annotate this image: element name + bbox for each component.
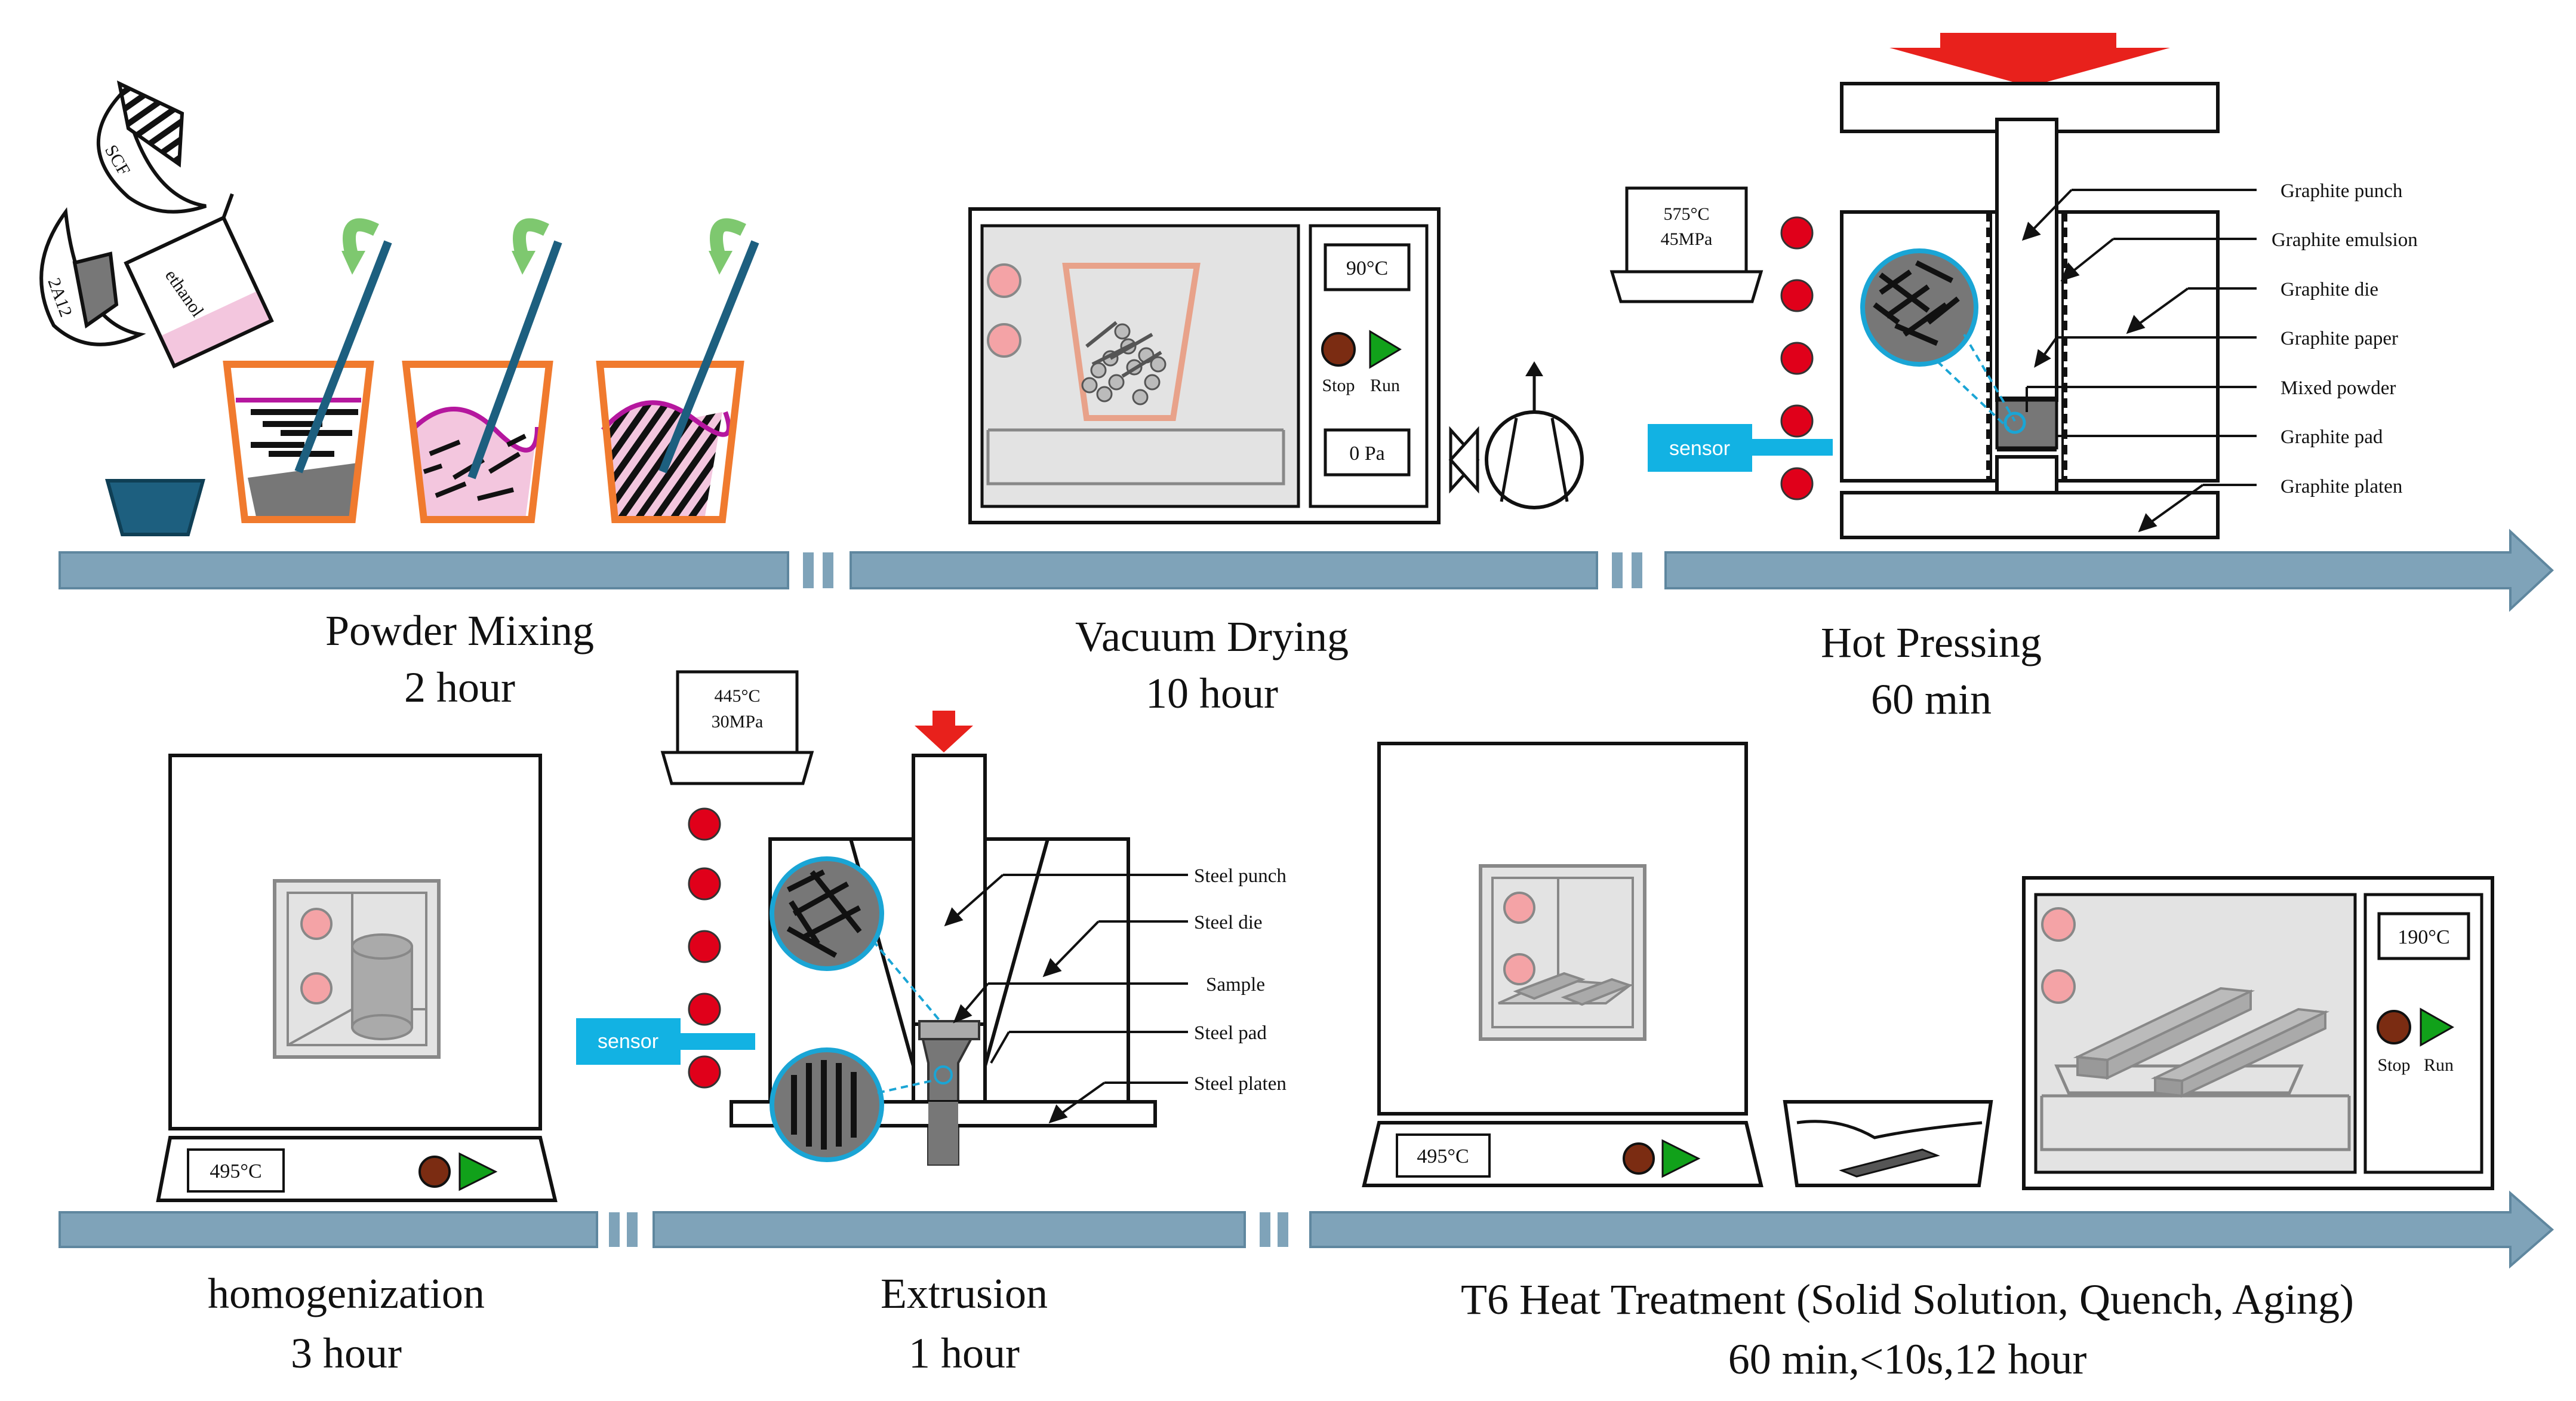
t6-furnace-run-button[interactable] [1661,1139,1701,1178]
drying-run-label: Run [1370,376,1400,395]
mixing-beaker-1 [223,218,392,523]
scf-scoop-icon: SCF [97,80,207,214]
drying-pressure-readout: 0 Pa [1349,443,1385,465]
label-steel-platen: Steel platen [1194,1073,1287,1095]
stage-title-powder-mixing: Powder Mixing [325,607,594,655]
stage-duration-powder-mixing: 2 hour [404,663,515,711]
label-steel-die: Steel die [1194,912,1263,933]
stage-title-homogenization: homogenization [208,1270,485,1317]
stage-title-t6: T6 Heat Treatment (Solid Solution, Quenc… [1461,1276,2354,1323]
hot-press-pressure: 45MPa [1661,229,1713,249]
stage-duration-t6: 60 min,<10s,12 hour [1728,1335,2087,1383]
label-graphite-platen: Graphite platen [2280,476,2402,497]
label-steel-punch: Steel punch [1194,865,1287,887]
extrusion-press: 445°C 30MPa sensor [576,670,1287,1166]
aging-bars-icon [2073,987,2330,1098]
hot-press-sensor-label: sensor [1669,437,1730,460]
hot-press-controller: 575°C 45MPa [1609,186,1764,303]
extrusion-leader-arrows [944,874,1188,1124]
homog-run-button[interactable] [458,1152,498,1191]
hot-press-leader-arrows [2021,189,2257,533]
drying-run-button[interactable] [1369,330,1402,369]
label-graphite-paper: Graphite paper [2280,328,2398,349]
aging-oven: 190°C Stop Run [2022,876,2494,1190]
extrusion-temp: 445°C [714,686,760,706]
extrusion-heater-dots [688,807,721,1089]
vacuum-oven: 90°C Stop Run 0 Pa [968,207,1441,524]
bowl-icon [105,479,205,536]
aging-stop-button[interactable] [2377,1010,2411,1044]
extrusion-force-arrow [915,711,973,752]
stage-duration-homogenization: 3 hour [291,1329,402,1377]
stage-title-vacuum-drying: Vacuum Drying [1075,613,1349,660]
hot-press: 575°C 45MPa sensor [1609,33,2418,539]
mixing-beaker-2 [402,218,562,523]
label-graphite-pad: Graphite pad [2280,426,2383,448]
stage-title-extrusion: Extrusion [881,1270,1048,1317]
label-graphite-emulsion: Graphite emulsion [2272,229,2418,251]
drying-stop-button[interactable] [1321,332,1356,367]
billet-icon [351,933,413,1040]
powder-mixing-illustration: SCF 2A12 ethanol [39,80,759,536]
extrusion-pressure: 30MPa [712,712,764,732]
aging-run-label: Run [2424,1055,2454,1075]
hot-press-zoom-circle [1860,248,2026,434]
homog-stop-button[interactable] [418,1156,451,1188]
heater-dots [1780,216,1814,500]
stage-duration-vacuum-drying: 10 hour [1146,669,1278,717]
label-mixed-powder: Mixed powder [2280,377,2396,399]
quench-tank-icon [1783,1100,1993,1187]
hot-press-temp: 575°C [1663,204,1709,224]
stage-duration-hot-pressing: 60 min [1871,675,1992,723]
stage-title-hot-pressing: Hot Pressing [1821,619,2042,666]
press-force-arrow [1889,33,2170,87]
vacuum-pump-icon [1448,361,1584,509]
homog-temp-readout: 495°C [210,1160,261,1182]
drying-stop-label: Stop [1322,376,1355,395]
label-steel-pad: Steel pad [1194,1022,1267,1044]
label-graphite-die: Graphite die [2280,279,2378,300]
mixing-beaker-3 [596,218,759,523]
label-sample: Sample [1206,974,1265,996]
label-graphite-punch: Graphite punch [2280,180,2403,202]
ethanol-beaker-icon: ethanol [124,193,274,368]
extrusion-controller: 445°C 30MPa [660,670,814,785]
homogenization-furnace: 495°C [156,754,558,1202]
dried-powder [1081,321,1167,405]
timeline-bottom [59,1190,2555,1269]
drying-temp-readout: 90°C [1346,257,1388,279]
extrusion-zoom-top [770,856,941,1022]
extrusion-zoom-bottom [770,1047,953,1162]
extrusion-sensor-label: sensor [598,1030,658,1053]
extrusion-labels: Steel punch Steel die Sample Steel pad S… [1194,865,1287,1095]
aging-stop-label: Stop [2377,1055,2410,1075]
timeline-top [59,529,2554,612]
t6-furnace-stop-button[interactable] [1623,1142,1655,1175]
solution-furnace: 495°C [1362,742,1764,1187]
extrusion-sensor: sensor [576,1018,755,1065]
hot-press-sensor: sensor [1648,424,1833,472]
aging-temp-readout: 190°C [2398,926,2449,948]
t6-furnace-temp-readout: 495°C [1417,1145,1469,1168]
alloy-scoop-icon: 2A12 [39,207,146,346]
stage-duration-extrusion: 1 hour [909,1329,1020,1377]
hot-press-labels: Graphite punch Graphite emulsion Graphit… [2272,180,2418,497]
aging-run-button[interactable] [2420,1007,2455,1047]
